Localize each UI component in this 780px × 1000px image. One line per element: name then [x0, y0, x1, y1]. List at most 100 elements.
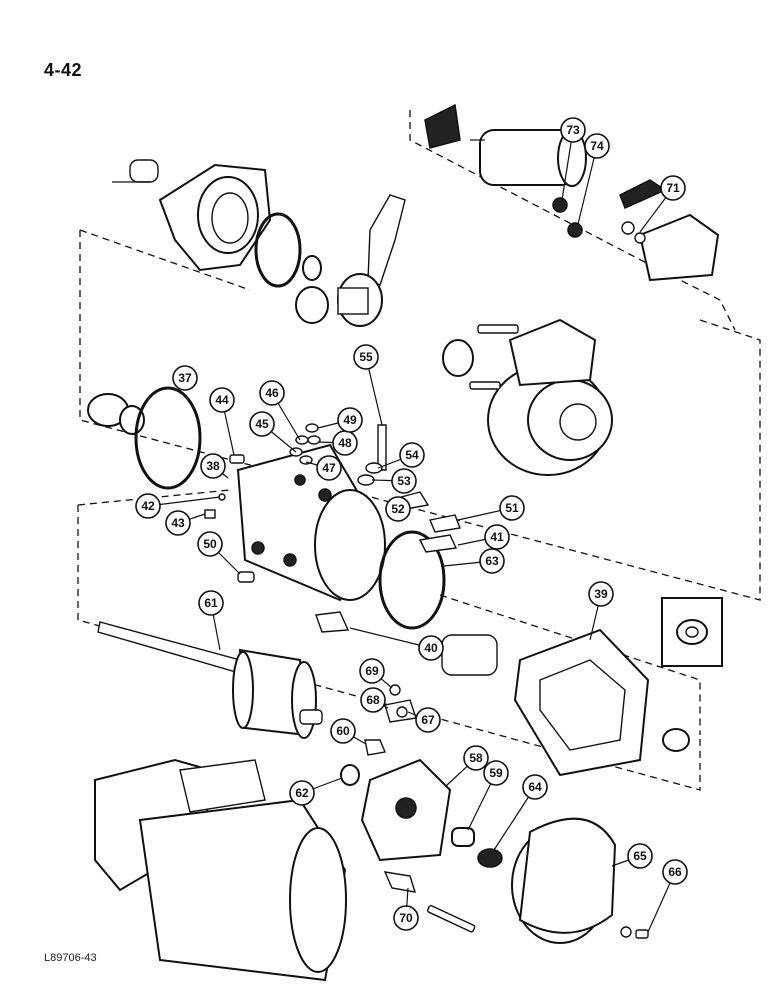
assembled-starter	[94, 758, 347, 982]
field-coil	[513, 628, 650, 777]
callout-label: 71	[666, 181, 680, 195]
callout-circle	[584, 133, 610, 159]
callout-circle	[209, 387, 235, 413]
callout-circle	[359, 658, 385, 684]
callout-circle	[198, 590, 224, 616]
callout-label: 49	[343, 413, 357, 427]
callout-61: 61	[198, 590, 224, 651]
callout-circle	[560, 117, 586, 143]
figure-code: L89706-43	[44, 952, 97, 964]
callout-label: 58	[469, 751, 483, 765]
callout-47: 47	[305, 455, 342, 481]
callout-circle	[385, 496, 411, 522]
callout-circle	[391, 468, 417, 494]
callout-label: 65	[633, 849, 647, 863]
field-frame	[236, 443, 386, 602]
callout-label: 73	[566, 123, 580, 137]
callout-65: 65	[611, 843, 653, 869]
page-number: 4-42	[44, 60, 83, 80]
terminal-wrench	[619, 179, 667, 210]
callout-40: 40	[349, 627, 444, 661]
callout-label: 41	[490, 530, 504, 544]
callout-leader	[577, 145, 598, 225]
callout-label: 46	[265, 386, 279, 400]
callout-39: 39	[588, 581, 614, 641]
callout-74: 74	[577, 133, 610, 225]
callout-label: 66	[668, 865, 682, 879]
callout-label: 59	[489, 766, 503, 780]
screw-66	[635, 929, 649, 939]
washer-62	[340, 764, 360, 786]
o-ring-63	[378, 530, 446, 630]
callout-52: 52	[385, 496, 411, 522]
callout-71: 71	[639, 175, 686, 233]
bushing-59	[451, 827, 475, 847]
callout-label: 48	[338, 436, 352, 450]
callout-label: 61	[204, 596, 218, 610]
callout-label: 68	[366, 693, 380, 707]
screw-69	[389, 684, 401, 696]
callout-67: 67	[407, 707, 441, 733]
callout-48: 48	[317, 430, 358, 456]
callout-circle	[415, 707, 441, 733]
callout-label: 47	[322, 461, 336, 475]
callout-circle	[259, 380, 285, 406]
insulator-51	[429, 514, 461, 533]
callout-label: 54	[405, 448, 419, 462]
nut-71	[621, 221, 635, 235]
callout-73: 73	[560, 117, 586, 201]
o-ring-37	[134, 386, 202, 490]
end-cap	[511, 817, 617, 944]
callout-label: 38	[206, 459, 220, 473]
washer-54	[365, 462, 383, 474]
callout-circle	[165, 510, 191, 536]
callout-circle	[483, 760, 509, 786]
armature	[97, 621, 323, 739]
callout-label: 50	[203, 537, 217, 551]
callout-label: 51	[505, 501, 519, 515]
pad	[441, 634, 498, 676]
callout-label: 52	[391, 502, 405, 516]
callout-38: 38	[200, 453, 229, 479]
callout-70: 70	[393, 887, 419, 931]
solenoid	[424, 103, 587, 238]
callout-label: 37	[178, 371, 192, 385]
commutator-end-housing	[487, 318, 613, 476]
callout-leader	[349, 627, 432, 649]
nut-67	[396, 706, 408, 718]
callout-68: 68	[360, 687, 389, 713]
screw-43	[204, 509, 216, 519]
long-bolt	[426, 904, 476, 933]
callout-label: 42	[141, 499, 155, 513]
callout-label: 63	[485, 554, 499, 568]
callout-60: 60	[330, 718, 367, 745]
callout-circle	[316, 455, 342, 481]
callout-53: 53	[371, 468, 417, 494]
callout-46: 46	[259, 380, 301, 441]
stud-55	[377, 424, 387, 471]
callout-circle	[662, 859, 688, 885]
callout-41: 41	[457, 524, 510, 550]
callout-circle	[353, 344, 379, 370]
callout-label: 55	[359, 350, 373, 364]
callout-circle	[399, 442, 425, 468]
washer-49	[305, 423, 319, 433]
callout-circle	[418, 635, 444, 661]
callout-58: 58	[445, 745, 489, 787]
callout-label: 44	[215, 393, 229, 407]
callout-label: 45	[255, 417, 269, 431]
bracket-70	[383, 871, 417, 893]
insulator-41	[418, 534, 458, 553]
bushing-right	[662, 728, 690, 752]
shift-lever	[367, 194, 406, 286]
insulator-40	[315, 611, 350, 633]
callout-circle	[588, 581, 614, 607]
callout-label: 62	[295, 786, 309, 800]
callout-circle	[337, 407, 363, 433]
drive-end-housing	[112, 159, 272, 272]
seal-ring	[442, 339, 474, 377]
callout-69: 69	[359, 658, 393, 689]
callout-43: 43	[165, 510, 206, 536]
